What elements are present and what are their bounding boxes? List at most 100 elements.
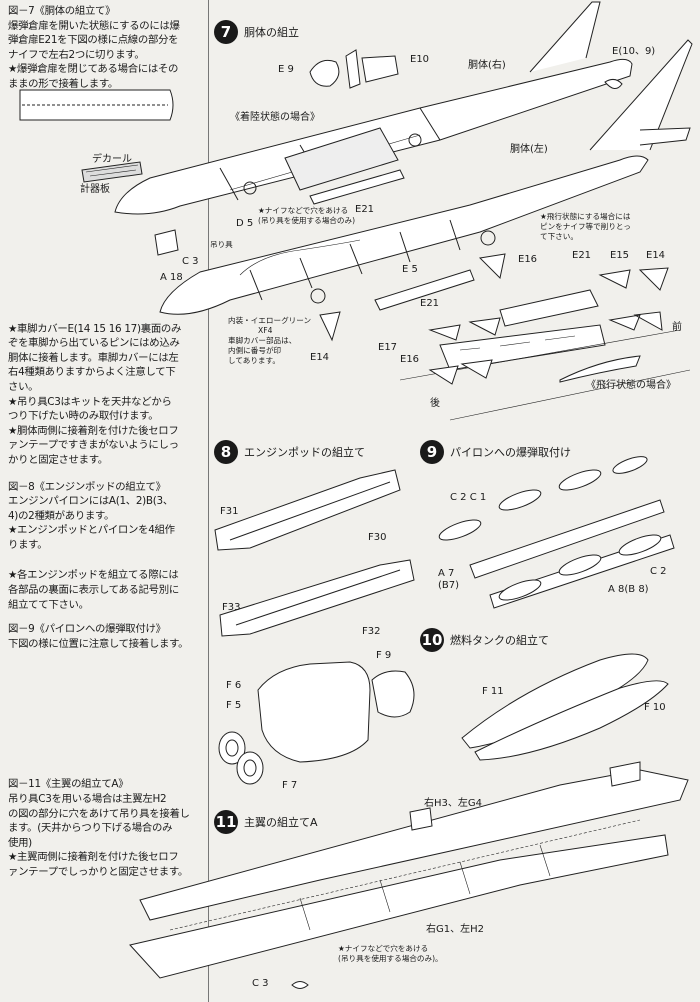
part-label: F 5 bbox=[226, 700, 242, 711]
step-number: 8 bbox=[214, 440, 238, 464]
text-line: 図－7《胴体の組立て》 bbox=[8, 5, 116, 17]
note-line: 内側に番号が印 bbox=[228, 346, 282, 355]
flight-note: ★飛行状態にする場合には ピンをナイフ等で削りとっ て下さい。 bbox=[540, 212, 631, 242]
step-heading: エンジンポッドの組立て bbox=[244, 446, 365, 459]
e21-door-parts bbox=[284, 127, 475, 311]
note-line: XF4 bbox=[258, 326, 273, 335]
step-number: 11 bbox=[214, 810, 238, 834]
part-label: E17 bbox=[378, 342, 398, 353]
part-label: E(10、9) bbox=[612, 46, 656, 57]
part-label: F 7 bbox=[282, 780, 298, 791]
part-label: E16 bbox=[400, 354, 420, 365]
part-label: E14 bbox=[310, 352, 330, 363]
step-number: 7 bbox=[214, 20, 238, 44]
text-line: ★吊り具C3はキットを天井などから bbox=[8, 395, 172, 408]
part-label: E21 bbox=[572, 250, 592, 261]
part-label: 右G1、左H2 bbox=[426, 924, 484, 935]
color-note: 内装・イエローグリーン XF4 車脚カバー部品は、 内側に番号が印 してあります… bbox=[228, 316, 311, 366]
text-line: 右4種類ありますからよく注意して下 bbox=[8, 366, 176, 379]
part-label: 胴体(右) bbox=[468, 60, 506, 71]
note-line: ★ナイフなどで穴をあける bbox=[338, 944, 429, 953]
step-heading: 主翼の組立てA bbox=[244, 816, 318, 829]
text-line: ★主翼両側に接着剤を付けた後セロフ bbox=[8, 851, 179, 864]
text-line: ★胴体両側に接着剤を付けた後セロフ bbox=[8, 424, 179, 437]
decal-label: デカール bbox=[92, 154, 132, 165]
step-11-title: 11 主翼の組立てA bbox=[214, 810, 318, 834]
text-line: エンジンパイロンにはA(1、2)B(3、 bbox=[8, 495, 173, 508]
text-line: かりと固定させます。 bbox=[8, 453, 108, 466]
step-9-title: 9 パイロンへの爆弾取付け bbox=[420, 440, 571, 464]
note-line: (吊り具を使用する場合のみ) bbox=[258, 216, 356, 225]
part-label: F31 bbox=[220, 506, 239, 517]
text-line: 各部品の裏面に表示してある記号別に bbox=[8, 584, 179, 597]
text-line: ぞを車脚から出ているピンにはめ込み bbox=[8, 337, 180, 350]
part-label: F 6 bbox=[226, 680, 242, 691]
part-label: E 5 bbox=[402, 264, 418, 275]
part-label: A 7 bbox=[438, 568, 455, 579]
instruction-column: 図－7《胴体の組立て》 爆弾倉扉を開いた状態にするのには爆 弾倉扉E21を下図の… bbox=[8, 4, 204, 886]
note-line: ★ナイフなどで穴をあける bbox=[258, 206, 349, 215]
part-label: C 2 bbox=[650, 566, 667, 577]
part-label: C 3 bbox=[252, 978, 269, 989]
part-label: F32 bbox=[362, 626, 381, 637]
text-line: 図－9《パイロンへの爆弾取付け》 bbox=[8, 623, 166, 636]
instrument-panel-label: 計器板 bbox=[80, 184, 110, 195]
part-label: A 18 bbox=[160, 272, 183, 283]
note-line: て下さい。 bbox=[540, 232, 578, 241]
text-line: 吊り具C3を用いる場合は主翼左H2 bbox=[8, 793, 167, 806]
text-line: 弾倉扉E21を下図の様に点線の部分を bbox=[8, 34, 179, 47]
step-10-title: 10 燃料タンクの組立て bbox=[420, 628, 549, 652]
step-heading: 胴体の組立 bbox=[244, 26, 299, 39]
step-8-title: 8 エンジンポッドの組立て bbox=[214, 440, 365, 464]
note-line: してあります。 bbox=[228, 356, 280, 365]
part-label: F30 bbox=[368, 532, 387, 543]
part-label: F 10 bbox=[644, 702, 666, 713]
text-line: 使用) bbox=[8, 836, 32, 849]
part-label: E14 bbox=[646, 250, 666, 261]
text-line: 図－11《主翼の組立てA》 bbox=[8, 778, 129, 791]
hole-note: ★ナイフなどで穴をあける (吊り具を使用する場合のみ)。 bbox=[338, 944, 443, 964]
part-label: E10 bbox=[410, 54, 430, 65]
part-label: E16 bbox=[518, 254, 538, 265]
fig7-text: 図－7《胴体の組立て》 爆弾倉扉を開いた状態にするのには爆 弾倉扉E21を下図の… bbox=[8, 4, 204, 92]
part-label: 胴体(左) bbox=[510, 144, 548, 155]
step-number: 10 bbox=[420, 628, 444, 652]
text-line: ままの形で接着します。 bbox=[8, 77, 118, 90]
pod-note: ★各エンジンポッドを組立てる際には 各部品の裏面に表示してある記号別に 組立てて… bbox=[8, 568, 204, 612]
hook-label: 吊り具 bbox=[210, 240, 233, 249]
text-line: 下図の様に位置に注意して接着します。 bbox=[8, 637, 189, 650]
text-line: 胴体に接着します。車脚カバーには左 bbox=[8, 351, 179, 364]
text-line: の図の部分に穴をあけて吊り具を接着し bbox=[8, 807, 190, 820]
column-divider bbox=[208, 0, 209, 1002]
note-line: (吊り具を使用する場合のみ)。 bbox=[338, 954, 443, 963]
fuselage-left-half bbox=[159, 39, 693, 315]
flight-state-doors bbox=[399, 267, 691, 421]
engine-pod-parts bbox=[214, 469, 415, 785]
part-label: (B7) bbox=[438, 580, 460, 591]
note-line: ★飛行状態にする場合には bbox=[540, 212, 631, 221]
text-line: ★各エンジンポッドを組立てる際には bbox=[8, 569, 179, 582]
fig11-text: 図－11《主翼の組立てA》 吊り具C3を用いる場合は主翼左H2 の図の部分に穴を… bbox=[8, 777, 204, 879]
text-line: つり下げたい時のみ取付けます。 bbox=[8, 410, 159, 423]
main-wing-parts bbox=[129, 761, 689, 989]
state-label: 《着陸状態の場合》 bbox=[230, 112, 320, 123]
bomb-bay-door-diagram bbox=[19, 89, 174, 121]
step-number: 9 bbox=[420, 440, 444, 464]
text-line: 図－8《エンジンポッドの組立て》 bbox=[8, 480, 166, 493]
text-line: ★爆弾倉扉を閉じてある場合にはその bbox=[8, 63, 179, 76]
part-label: C 3 bbox=[182, 256, 199, 267]
gear-notes: ★車脚カバーE(14 15 16 17)裏面のみ ぞを車脚から出ているピンにはめ… bbox=[8, 322, 204, 468]
text-line: 爆弾倉扉を開いた状態にするのには爆 bbox=[8, 19, 180, 32]
part-label: F 9 bbox=[376, 650, 392, 661]
text-line: ります。 bbox=[8, 538, 48, 551]
step-7-title: 7 胴体の組立 bbox=[214, 20, 299, 44]
fig9-text: 図－9《パイロンへの爆弾取付け》 下図の様に位置に注意して接着します。 bbox=[8, 622, 204, 651]
part-label: E15 bbox=[610, 250, 630, 261]
part-label: E21 bbox=[355, 204, 375, 215]
part-label: D 5 bbox=[236, 218, 254, 229]
text-line: ナイフで左右2つに切ります。 bbox=[8, 48, 145, 61]
text-line: ます。(天井からつり下げる場合のみ bbox=[8, 822, 173, 835]
text-line: さい。 bbox=[8, 380, 39, 393]
part-label: A 8(B 8) bbox=[608, 584, 649, 595]
